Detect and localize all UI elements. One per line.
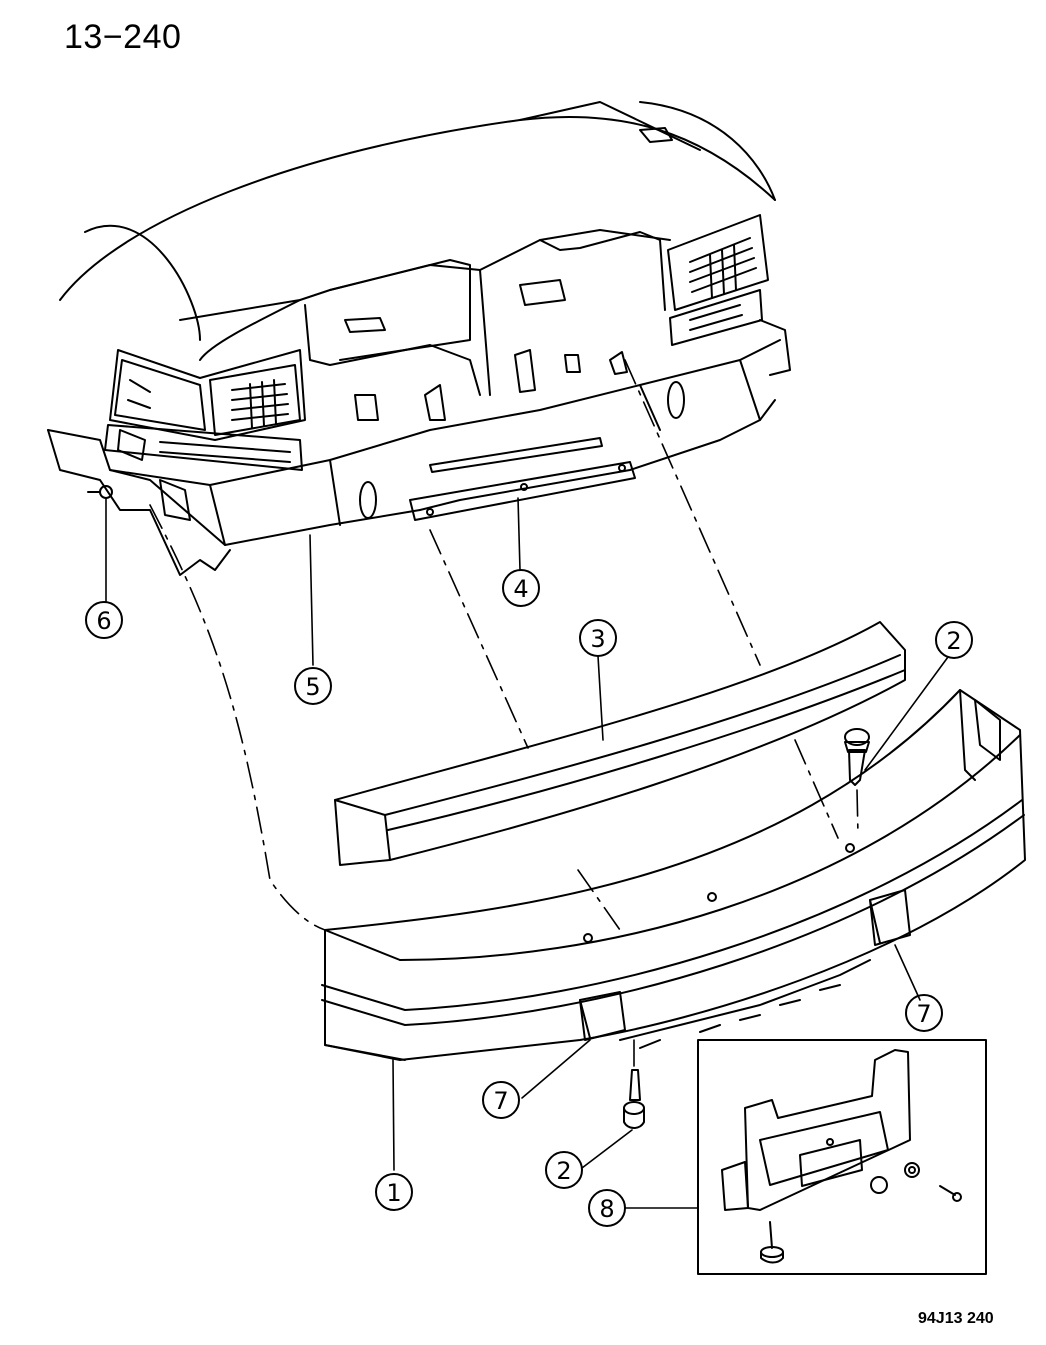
alignment-lines — [149, 359, 859, 1069]
callout-label: 5 — [305, 673, 320, 701]
bolt-icon — [760, 1221, 784, 1264]
callout-label: 8 — [599, 1195, 614, 1223]
push-pin-upper — [844, 728, 870, 786]
leader-lines — [105, 497, 949, 1209]
left-headlamp — [104, 349, 306, 471]
nut-icon — [904, 1162, 920, 1178]
callout-3: 3 — [579, 619, 617, 657]
license-bracket-inset — [697, 1039, 987, 1275]
callout-2-lower: 2 — [545, 1151, 583, 1189]
callout-label: 2 — [556, 1157, 571, 1185]
callout-7-left: 7 — [482, 1081, 520, 1119]
push-pin-lower — [623, 1069, 645, 1129]
bumper-fascia — [321, 689, 1026, 1061]
callout-2-upper: 2 — [935, 621, 973, 659]
bumper-guard-left — [579, 991, 626, 1041]
callout-label: 4 — [513, 575, 528, 603]
callout-7-right: 7 — [905, 994, 943, 1032]
callout-label: 7 — [493, 1087, 508, 1115]
callout-label: 3 — [590, 625, 605, 653]
license-support-strap — [409, 437, 636, 521]
front-crossmember — [47, 319, 791, 576]
callout-label: 7 — [916, 1000, 931, 1028]
bumper-guard-right — [869, 889, 911, 946]
bumper-guards — [579, 889, 911, 1041]
screw-icon — [939, 1185, 962, 1202]
callout-4: 4 — [502, 569, 540, 607]
radiator-support — [179, 229, 671, 421]
callout-6: 6 — [85, 601, 123, 639]
callout-label: 1 — [386, 1179, 401, 1207]
callout-1: 1 — [375, 1173, 413, 1211]
diagram-code: 94J13 240 — [918, 1310, 994, 1327]
hood — [59, 115, 776, 301]
page-title: 13−240 — [64, 18, 182, 56]
callout-8: 8 — [588, 1189, 626, 1227]
vehicle-front-end — [47, 101, 791, 576]
callout-label: 2 — [946, 627, 961, 655]
callout-label: 6 — [96, 607, 111, 635]
right-headlamp — [667, 214, 769, 346]
energy-absorber — [334, 621, 906, 866]
callout-5: 5 — [294, 667, 332, 705]
